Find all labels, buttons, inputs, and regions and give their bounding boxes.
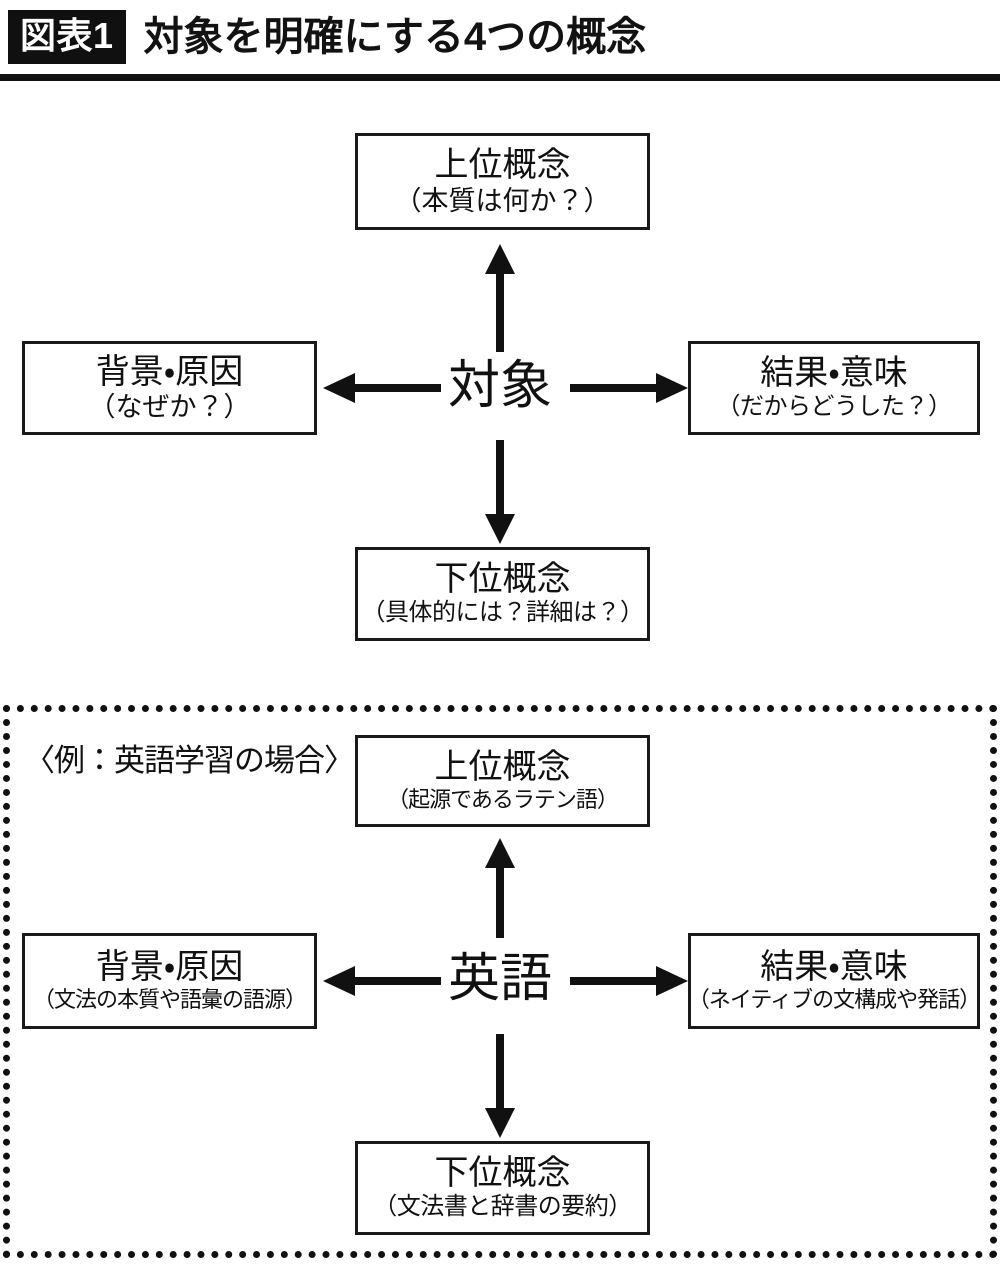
box-title: 下位概念 xyxy=(434,1154,571,1193)
example-panel xyxy=(3,705,997,1258)
arrow-left-main xyxy=(323,371,441,405)
main-box-subordinate: 下位概念 （具体的には？詳細は？） xyxy=(355,547,650,641)
figure-number-badge: 図表1 xyxy=(8,10,126,64)
main-center-label: 対象 xyxy=(447,357,552,415)
arrow-down-example xyxy=(482,1034,518,1138)
box-detail: （ネイティブの文構成や発話） xyxy=(687,987,981,1013)
box-detail: （なぜか？） xyxy=(88,392,251,423)
arrow-up-main xyxy=(482,244,518,352)
arrow-right-example xyxy=(570,964,688,998)
arrow-left-example xyxy=(323,964,441,998)
box-detail: （だからどうした？） xyxy=(716,392,953,420)
box-title: 結果・意味 xyxy=(760,354,908,393)
box-detail: （文法書と辞書の要約） xyxy=(373,1192,632,1220)
box-detail: （起源であるラテン語） xyxy=(387,787,619,813)
example-center-label: 英語 xyxy=(447,950,552,1008)
box-detail: （文法の本質や語彙の語源） xyxy=(32,987,307,1013)
example-box-subordinate: 下位概念 （文法書と辞書の要約） xyxy=(355,1141,650,1235)
main-box-result-meaning: 結果・意味 （だからどうした？） xyxy=(688,341,980,435)
example-box-superordinate: 上位概念 （起源であるラテン語） xyxy=(355,735,650,827)
box-title: 上位概念 xyxy=(434,748,571,787)
arrow-down-main xyxy=(482,440,518,544)
figure-header: 図表1 対象を明確にする4つの概念 xyxy=(0,0,1000,74)
arrow-right-main xyxy=(570,371,688,405)
box-title: 背景・原因 xyxy=(95,948,244,987)
header-divider xyxy=(0,74,1000,81)
box-detail: （本質は何か？） xyxy=(394,185,611,216)
box-title: 下位概念 xyxy=(434,560,571,599)
box-title: 上位概念 xyxy=(434,146,571,185)
arrow-up-example xyxy=(482,838,518,938)
box-title: 結果・意味 xyxy=(760,948,908,987)
box-detail: （具体的には？詳細は？） xyxy=(361,598,645,626)
example-box-background-cause: 背景・原因 （文法の本質や語彙の語源） xyxy=(22,933,317,1029)
main-box-background-cause: 背景・原因 （なぜか？） xyxy=(22,341,317,435)
example-label: 〈例：英語学習の場合〉 xyxy=(24,743,355,778)
example-box-result-meaning: 結果・意味 （ネイティブの文構成や発話） xyxy=(687,933,981,1029)
page-title: 対象を明確にする4つの概念 xyxy=(143,15,647,59)
box-title: 背景・原因 xyxy=(95,352,244,391)
main-box-superordinate: 上位概念 （本質は何か？） xyxy=(355,133,650,230)
